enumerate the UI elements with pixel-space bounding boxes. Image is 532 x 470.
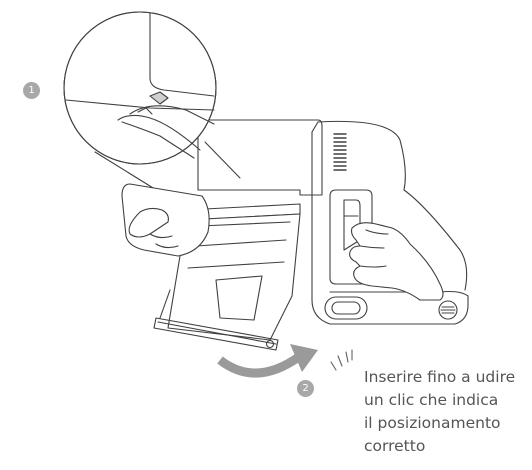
- battery-indicator-icon: [334, 134, 346, 170]
- instruction-caption: Inserire fino a udire un clic che indica…: [364, 366, 532, 458]
- caption-line-2: un clic che indica: [364, 389, 532, 412]
- caption-line-3: il posizionamento: [364, 412, 532, 435]
- caption-line-1: Inserire fino a udire: [364, 366, 532, 389]
- right-hand: [350, 223, 443, 300]
- zoom-detail-circle: [64, 12, 216, 164]
- caption-line-4: corretto: [364, 435, 532, 458]
- left-hand: [122, 184, 209, 256]
- step-1-badge: 1: [23, 82, 40, 99]
- click-sound-marks: [331, 350, 352, 370]
- step-2-badge: 2: [297, 380, 314, 397]
